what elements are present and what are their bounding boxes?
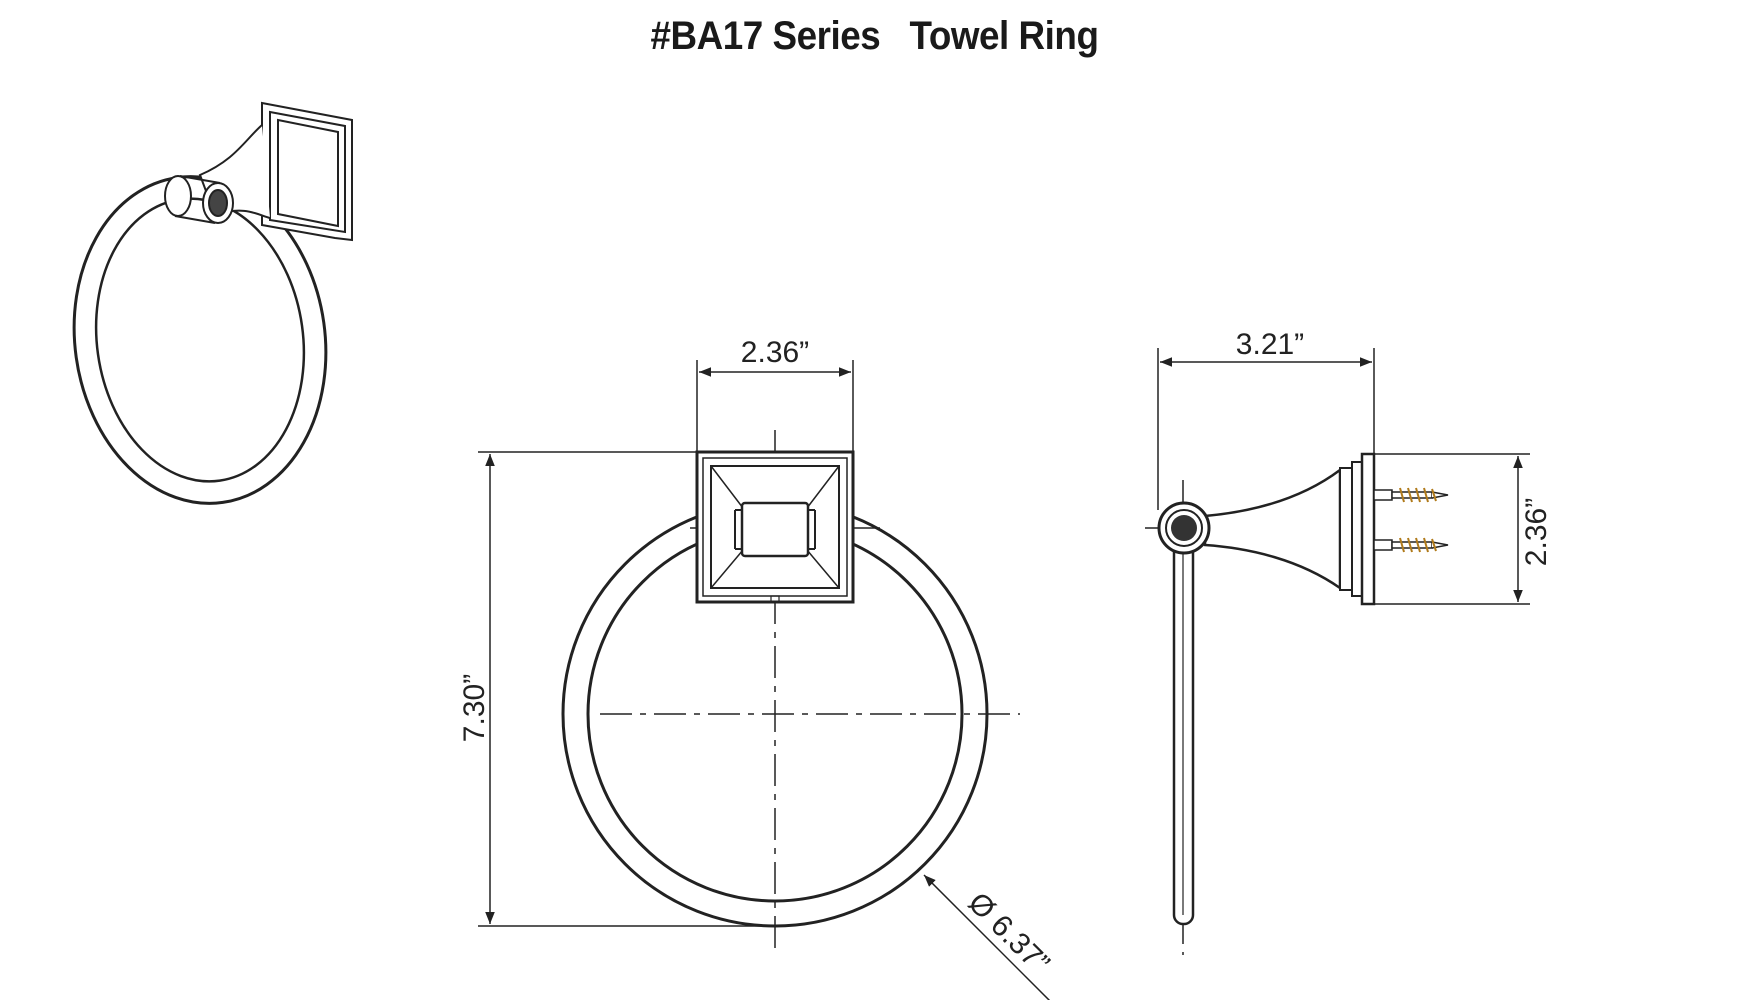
front-height-label: 7.30” <box>458 674 491 742</box>
front-width-label: 2.36” <box>741 336 809 369</box>
front-width-dimension <box>696 360 854 452</box>
side-height-dimension <box>1374 453 1530 605</box>
mounting-screw-upper <box>1373 487 1449 503</box>
ring-diameter-leader <box>923 874 1051 1000</box>
front-view <box>561 430 1020 955</box>
mounting-screw-lower <box>1373 537 1449 553</box>
side-height-label: 2.36” <box>1520 498 1553 566</box>
side-depth-dimension <box>1157 348 1375 510</box>
ring-diameter-label: Ø 6.37” <box>962 886 1056 980</box>
page-title: #BA17 Series Towel Ring <box>650 13 1099 58</box>
side-depth-label: 3.21” <box>1236 328 1304 361</box>
side-view <box>1145 452 1449 955</box>
front-height-dimension <box>478 451 775 927</box>
isometric-view <box>72 101 353 505</box>
